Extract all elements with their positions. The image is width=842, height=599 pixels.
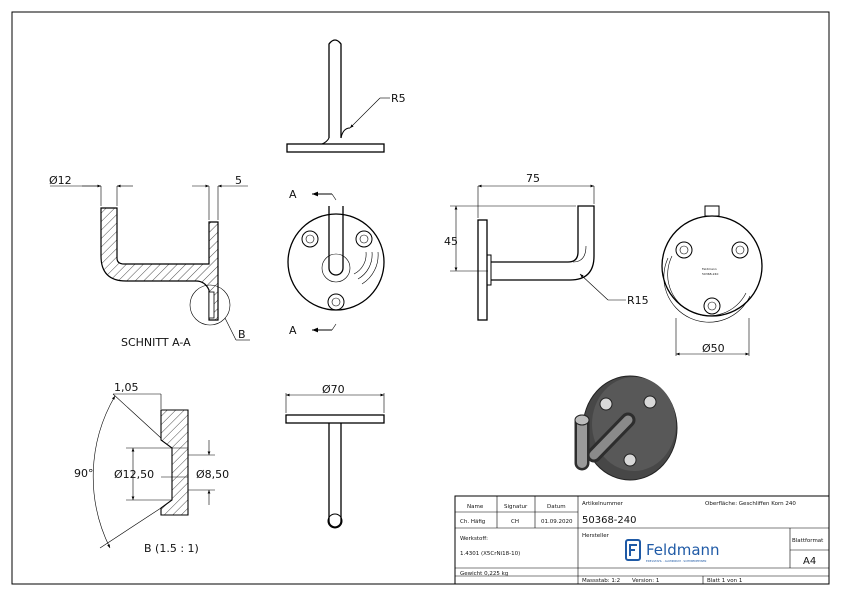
dim-seventyfive: 75 [526, 172, 540, 185]
dim-dia12: Ø12 [49, 174, 72, 187]
dim-dia70: Ø70 [322, 383, 345, 396]
detail-marker-b: B [238, 328, 246, 341]
side-view [450, 184, 626, 321]
dim-r5: R5 [391, 92, 406, 105]
dim-dia850: Ø8,50 [196, 468, 229, 481]
tb-werkstoff: 1.4301 (X5CrNi18-10) [460, 551, 520, 557]
section-title: SCHNITT A-A [121, 336, 191, 349]
sheet-frame [11, 11, 830, 585]
tb-header-werkstoff: Werkstoff: [460, 536, 488, 542]
tb-blattformat: A4 [803, 556, 816, 567]
detail-b-view [92, 393, 215, 549]
tb-header-artikel: Artikelnummer [582, 501, 624, 507]
tb-header-blattformat: Blattformat [792, 538, 824, 544]
back-plate-text-1: Feldmann [702, 267, 717, 271]
section-label-a-top: A [289, 188, 297, 201]
tb-version: Version: 1 [632, 578, 659, 584]
dim-five: 5 [235, 174, 242, 187]
tb-value-name: Ch. Häfig [460, 519, 485, 525]
tb-brand-name: Feldmann [646, 541, 720, 559]
section-label-a-bottom: A [289, 324, 297, 337]
tb-value-signatur: CH [511, 519, 519, 525]
tb-header-hersteller: Hersteller [582, 533, 610, 539]
dim-one05: 1,05 [114, 381, 139, 394]
dim-fortyfive: 45 [444, 235, 458, 248]
isometric-render [574, 375, 678, 481]
back-plate-text-2: 50368-240 [702, 272, 718, 276]
section-view [50, 184, 250, 341]
tb-brand-sub: EDELSTAHL · ALUMINIUM · SCHMIEDEEISEN [646, 559, 706, 563]
dim-dia50: Ø50 [702, 342, 725, 355]
title-block [454, 495, 830, 585]
dim-r15: R15 [627, 294, 649, 307]
tb-artikel-number: 50368-240 [582, 515, 637, 526]
tb-header-name: Name [467, 504, 484, 510]
bottom-view [285, 393, 385, 529]
tb-value-datum: 01.09.2020 [541, 519, 573, 525]
dim-dia1250: Ø12,50 [114, 468, 154, 481]
back-view [661, 205, 763, 356]
tb-gewicht: Gewicht 0,225 kg [460, 571, 508, 577]
front-view [287, 191, 385, 333]
top-view [286, 39, 390, 153]
tb-massstab: Massstab: 1:2 [582, 578, 620, 584]
detail-title: B (1.5 : 1) [144, 542, 199, 555]
tb-header-signatur: Signatur [504, 504, 528, 510]
tb-header-datum: Datum [547, 504, 566, 510]
dim-ninety: 90° [74, 467, 94, 480]
tb-blatt: Blatt 1 von 1 [707, 578, 742, 584]
tb-oberflaeche: Oberfläche: Geschliffen Korn 240 [705, 501, 796, 507]
